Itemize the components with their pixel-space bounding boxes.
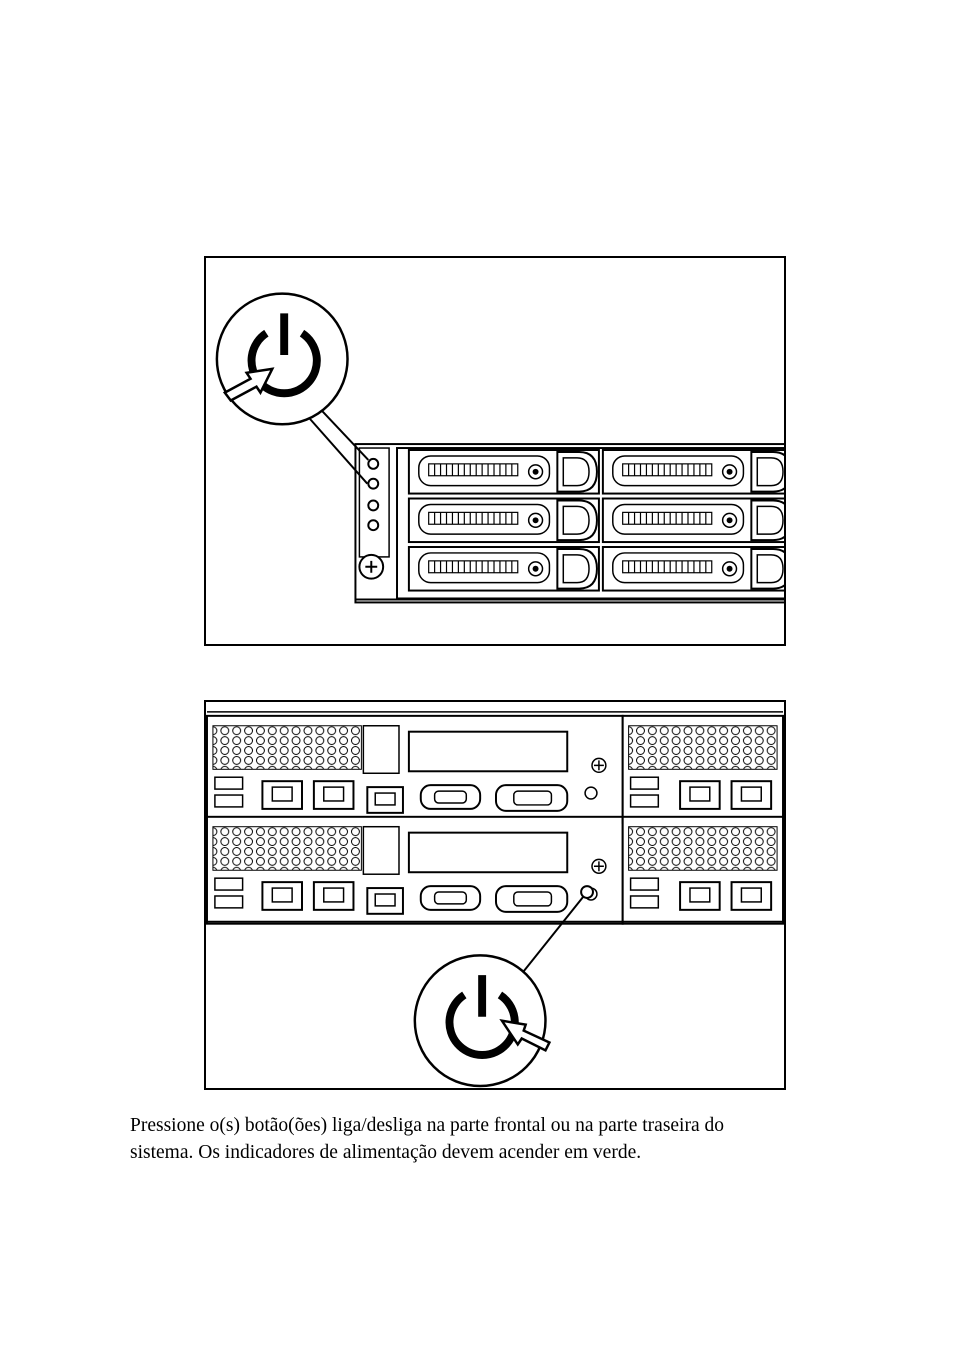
caption-line-1: Pressione o(s) botão(ões) liga/desliga n… <box>130 1115 724 1136</box>
press-arrow-icon <box>499 1019 552 1053</box>
press-arrow-icon <box>222 367 275 403</box>
power-button-icon <box>215 292 349 426</box>
power-button-icon <box>413 954 547 1088</box>
rear-panel-illustration <box>204 700 786 1090</box>
front-panel-drawing <box>215 292 784 604</box>
front-panel-illustration <box>204 256 786 646</box>
caption-line-2: sistema. Os indicadores de alimentação d… <box>130 1142 642 1163</box>
rear-panel-drawing <box>206 702 784 1088</box>
instruction-caption: Pressione o(s) botão(ões) liga/desliga n… <box>130 1112 830 1166</box>
